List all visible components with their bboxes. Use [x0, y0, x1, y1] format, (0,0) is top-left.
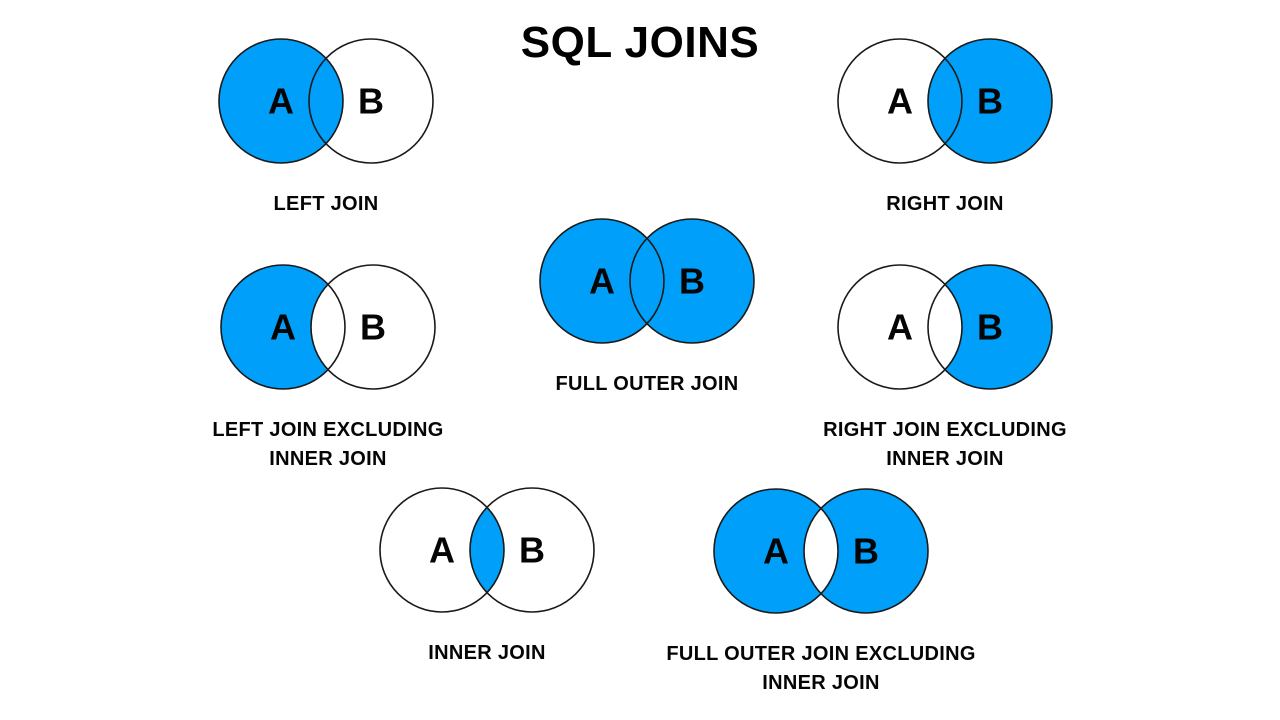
shaded-region-a [219, 39, 343, 163]
set-a-label: A [270, 307, 296, 348]
set-b-label: B [519, 530, 545, 571]
shaded-region-b-only [804, 489, 928, 613]
set-b-label: B [360, 307, 386, 348]
venn-label-full-outer-join: FULL OUTER JOIN [555, 373, 739, 395]
circle-a-outline [837, 264, 963, 390]
circle-b-outline [310, 264, 436, 390]
circle-b-outline [469, 487, 595, 613]
set-a-label: A [763, 531, 789, 572]
circle-a-outline [379, 487, 505, 613]
set-a-label: A [887, 307, 913, 348]
shaded-region-a [540, 219, 664, 343]
shaded-region-b-only [928, 265, 1052, 389]
circle-b-outline [927, 264, 1053, 390]
circle-a-outline [220, 264, 346, 390]
shaded-region-a-only [714, 489, 838, 613]
set-a-label: A [268, 81, 294, 122]
circle-b-outline [308, 38, 434, 164]
shaded-region-b [630, 219, 754, 343]
venn-label-inner-join: INNER JOIN [428, 642, 546, 664]
set-b-label: B [679, 261, 705, 302]
set-b-label: B [358, 81, 384, 122]
circle-b-outline [927, 38, 1053, 164]
venn-label-right-join: RIGHT JOIN [886, 193, 1004, 215]
circle-a-outline [837, 38, 963, 164]
circle-b-outline [803, 488, 929, 614]
set-a-label: A [429, 530, 455, 571]
shaded-region-b [928, 39, 1052, 163]
set-b-label: B [977, 307, 1003, 348]
shaded-region-a-only [221, 265, 345, 389]
set-a-label: A [589, 261, 615, 302]
circle-b-outline [629, 218, 755, 344]
circle-a-outline [218, 38, 344, 164]
set-b-label: B [853, 531, 879, 572]
page-title: SQL JOINS [520, 18, 760, 67]
set-b-label: B [977, 81, 1003, 122]
circle-a-outline [539, 218, 665, 344]
venn-label-left-join: LEFT JOIN [273, 193, 379, 215]
circle-a-outline [713, 488, 839, 614]
set-a-label: A [887, 81, 913, 122]
